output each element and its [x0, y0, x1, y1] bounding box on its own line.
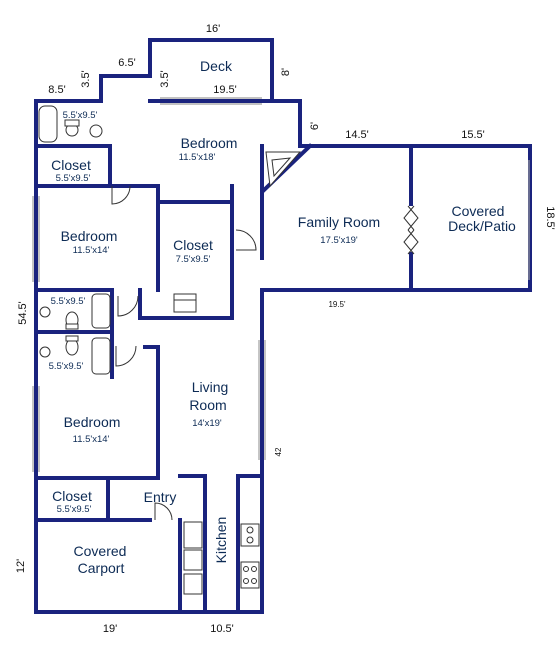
dim-19-bottom: 19': [103, 623, 117, 635]
dim-3-5-deck: 3.5': [159, 70, 171, 87]
dim-8: 8': [280, 68, 292, 76]
dim-42: 42: [274, 447, 283, 456]
living-room-size: 14'x19': [192, 418, 222, 429]
dim-18-5: 18.5': [544, 206, 556, 230]
dim-54-5: 54.5': [17, 301, 29, 325]
kitchen-fixtures: [183, 521, 260, 595]
dim-top-16: 16': [206, 23, 220, 35]
doors: [111, 185, 419, 521]
family-room-size: 17.5'x19': [320, 235, 358, 246]
entry-label: Entry: [144, 489, 177, 505]
bathroom-3-fixtures: [39, 335, 111, 375]
bathroom-1-fixtures: [38, 105, 103, 143]
carport-label-2: Carport: [78, 560, 125, 576]
dim-14-5: 14.5': [345, 129, 369, 141]
dim-19-5-family: 19.5': [328, 300, 346, 309]
family-room-label: Family Room: [298, 214, 380, 230]
windows: [32, 97, 530, 472]
dim-12: 12': [15, 559, 27, 573]
covered-deck-label-2: Deck/Patio: [448, 218, 516, 234]
bath-1-size: 5.5'x9.5': [63, 110, 98, 121]
bedroom-3-size: 11.5'x14': [73, 434, 110, 445]
dim-3-5-left: 3.5': [80, 70, 92, 87]
dim-19-5-deck: 19.5': [213, 84, 237, 96]
dim-15-5: 15.5': [461, 129, 485, 141]
living-room-label-1: Living: [192, 379, 229, 395]
exterior-walls: [34, 38, 532, 614]
bedroom-2-size: 11.5'x14': [73, 245, 110, 256]
dim-10-5-bottom: 10.5': [210, 623, 234, 635]
room-labels: Deck Bedroom 11.5'x18' 5.5'x9.5' Closet …: [49, 58, 516, 576]
carport-label-1: Covered: [74, 543, 127, 559]
bedroom-2-label: Bedroom: [61, 228, 118, 244]
interior-walls: [34, 99, 413, 614]
closet-3-size: 5.5'x9.5': [57, 504, 92, 515]
bedroom-master-label: Bedroom: [181, 135, 238, 151]
living-room-label-2: Room: [189, 397, 226, 413]
covered-deck-label-1: Covered: [452, 203, 505, 219]
dim-8-5: 8.5': [48, 84, 65, 96]
bath-2-size: 5.5'x9.5': [51, 296, 86, 307]
bedroom-master-size: 11.5'x18': [179, 152, 216, 163]
closet-1-size: 5.5'x9.5': [56, 173, 91, 184]
dim-6: 6': [309, 122, 321, 130]
bathroom-2-fixtures: [39, 293, 111, 330]
dimension-labels: 16' 6.5' 8.5' 3.5' 3.5' 8' 19.5' 6' 14.5…: [15, 23, 556, 635]
kitchen-label: Kitchen: [213, 517, 229, 564]
bath-3-size: 5.5'x9.5': [49, 361, 84, 372]
closet-1-label: Closet: [51, 157, 91, 173]
deck-label: Deck: [200, 58, 233, 74]
closet-2-size: 7.5'x9.5': [176, 254, 211, 265]
fireplace-icon: [265, 151, 302, 188]
washer-icon: [173, 293, 197, 313]
closet-2-label: Closet: [173, 237, 213, 253]
closet-3-label: Closet: [52, 488, 92, 504]
bedroom-3-label: Bedroom: [64, 414, 121, 430]
dim-6-5: 6.5': [118, 57, 135, 69]
